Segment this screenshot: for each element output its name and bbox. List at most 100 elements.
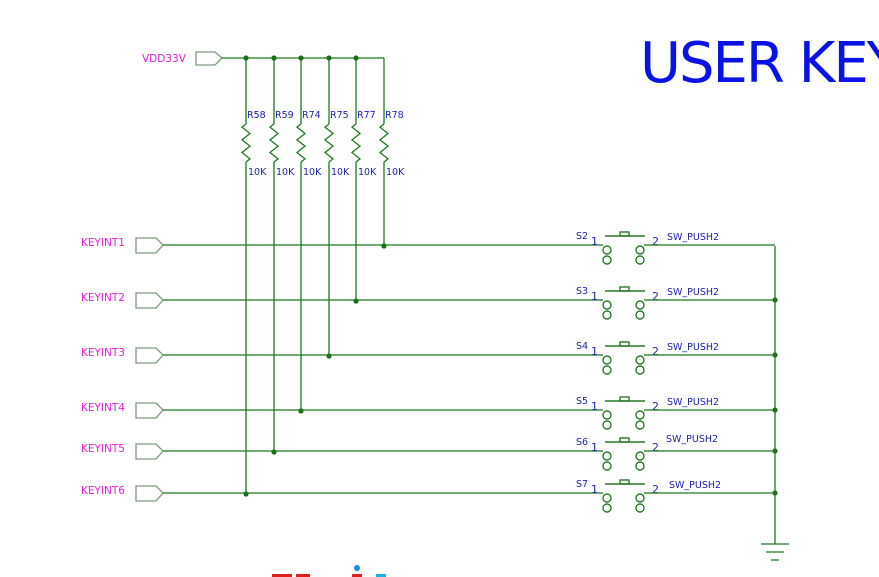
ground-icon [761, 543, 789, 561]
switch-plunger-icon [619, 231, 630, 237]
resistor-ref: R74 [302, 110, 321, 121]
switch-contact-icon [635, 310, 645, 320]
pin2-label: 2 [652, 235, 659, 248]
port-shape-icon [135, 485, 164, 502]
switch-contact-icon [602, 503, 612, 513]
switch-part-label: SW_PUSH2 [667, 342, 719, 353]
switch-contact-icon [602, 310, 612, 320]
switch-plunger-icon [619, 341, 630, 347]
switch-contact-icon [602, 493, 612, 503]
switch-part-label: SW_PUSH2 [666, 434, 718, 445]
switch-contact-icon [635, 420, 645, 430]
switch-contact-icon [602, 365, 612, 375]
port-keyint4[interactable]: KEYINT4 [81, 402, 164, 419]
switch-part-label: SW_PUSH2 [669, 480, 721, 491]
switch-contact-icon [602, 255, 612, 265]
switch-contact-icon [635, 461, 645, 471]
pin2-label: 2 [652, 441, 659, 454]
switch-plunger-icon [619, 437, 630, 443]
switch-ref: S2 [576, 231, 588, 242]
pin1-label: 1 [591, 441, 598, 454]
power-port-vdd33v[interactable]: VDD33V [142, 51, 223, 66]
junction-dot [381, 243, 387, 249]
resistor-zigzag-icon [268, 123, 280, 163]
junction-dot [353, 55, 359, 61]
switch-ref: S4 [576, 341, 588, 352]
pin1-label: 1 [591, 290, 598, 303]
switch-contact-icon [602, 245, 612, 255]
net-label: KEYINT6 [81, 485, 125, 497]
switch-contact-icon [602, 410, 612, 420]
resistor-ref: R58 [247, 110, 266, 121]
switch-ref: S5 [576, 396, 588, 407]
switch-part-label: SW_PUSH2 [667, 287, 719, 298]
pin1-label: 1 [591, 483, 598, 496]
switch-contact-icon [635, 255, 645, 265]
resistor-ref: R78 [385, 110, 404, 121]
switch-contact-icon [602, 355, 612, 365]
net-label: KEYINT4 [81, 402, 125, 414]
pin2-label: 2 [652, 345, 659, 358]
junction-dot [298, 408, 304, 414]
switch-plunger-icon [619, 479, 630, 485]
net-label: KEYINT2 [81, 292, 125, 304]
resistor-value: 10K [276, 167, 295, 178]
switch-part-label: SW_PUSH2 [667, 397, 719, 408]
junction-dot [271, 55, 277, 61]
junction-dot [243, 55, 249, 61]
resistor-r77[interactable]: R77 10K [350, 55, 377, 304]
resistor-r74[interactable]: R74 10K [295, 55, 322, 414]
resistor-ref: R75 [330, 110, 349, 121]
port-keyint2[interactable]: KEYINT2 [81, 292, 164, 309]
port-shape-icon [135, 292, 164, 309]
pin2-label: 2 [652, 290, 659, 303]
resistor-ref: R77 [357, 110, 376, 121]
port-keyint3[interactable]: KEYINT3 [81, 347, 164, 364]
switch-plunger-icon [619, 286, 630, 292]
resistor-value: 10K [303, 167, 322, 178]
switch-contact-icon [602, 420, 612, 430]
pin1-label: 1 [591, 345, 598, 358]
sheet-title: USER KEY [640, 31, 879, 96]
resistor-zigzag-icon [378, 123, 390, 163]
port-keyint6[interactable]: KEYINT6 [81, 485, 164, 502]
switch-contact-icon [602, 300, 612, 310]
pin1-label: 1 [591, 235, 598, 248]
port-shape-icon [135, 402, 164, 419]
logo-fragment [272, 565, 386, 577]
resistor-zigzag-icon [350, 123, 362, 163]
pin2-label: 2 [652, 483, 659, 496]
junction-dot [298, 55, 304, 61]
port-keyint1[interactable]: KEYINT1 [81, 237, 164, 254]
pin1-label: 1 [591, 400, 598, 413]
switch-contact-icon [635, 451, 645, 461]
junction-dot [353, 298, 359, 304]
resistor-value: 10K [358, 167, 377, 178]
switch-contact-icon [635, 245, 645, 255]
junction-dot [271, 449, 277, 455]
port-shape-icon [135, 443, 164, 460]
net-label: KEYINT3 [81, 347, 125, 359]
port-keyint5[interactable]: KEYINT5 [81, 443, 164, 460]
junction-dot [326, 353, 332, 359]
switch-plunger-icon [619, 396, 630, 402]
net-label: KEYINT1 [81, 237, 125, 249]
switch-contact-icon [635, 493, 645, 503]
